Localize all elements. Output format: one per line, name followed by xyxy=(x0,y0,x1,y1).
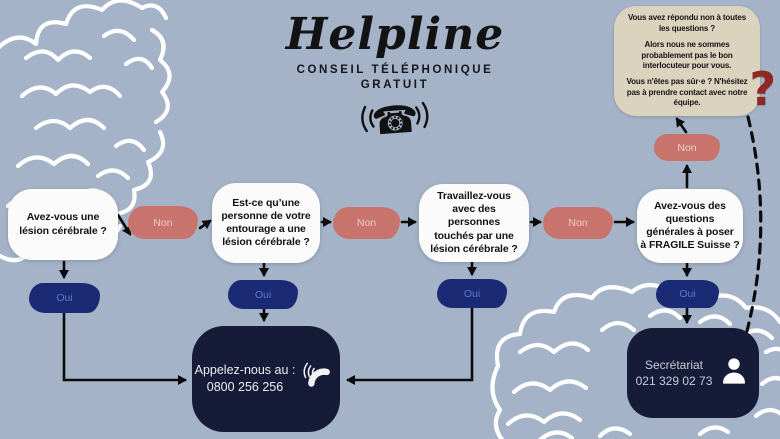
yes-pill-2: Oui xyxy=(228,280,298,309)
info-paragraph-3: Vous n'êtes pas sûr·e ? N'hésitez pas à … xyxy=(626,77,748,108)
svg-text:☎: ☎ xyxy=(370,97,420,144)
info-paragraph-1: Vous avez répondu non à toutes les quest… xyxy=(627,13,747,33)
info-box: Vous avez répondu non à toutes les quest… xyxy=(614,6,776,116)
question-3-text: Travaillez-vous avec des personnes touch… xyxy=(430,190,518,255)
call-box-number: 0800 256 256 xyxy=(206,380,284,394)
page-title: Helpline xyxy=(285,9,505,60)
secretariat-number: 021 329 02 73 xyxy=(635,374,713,388)
question-2-text: Est-ce qu’une personne de votre entourag… xyxy=(221,196,311,249)
person-icon xyxy=(718,355,750,392)
secretariat-box: Secrétariat 021 329 02 73 xyxy=(627,328,759,418)
brain-bottom-right xyxy=(490,282,780,439)
yes-pill-3: Oui xyxy=(437,279,507,308)
question-4-text: Avez-vous des questions générales à pose… xyxy=(640,199,740,252)
info-paragraph-2: Alors nous ne sommes probablement pas le… xyxy=(641,40,733,70)
no-pill-4: Non xyxy=(654,134,720,161)
rotary-phone-icon: ☎ xyxy=(355,91,435,149)
question-box-1: Avez-vous une lésion cérébrale ? xyxy=(8,189,118,260)
handset-icon xyxy=(303,360,337,399)
header: Helpline CONSEIL TÉLÉPHONIQUE GRATUIT ☎ xyxy=(260,6,530,146)
question-box-3: Travaillez-vous avec des personnes touch… xyxy=(419,184,529,262)
question-box-4: Avez-vous des questions générales à pose… xyxy=(637,189,743,263)
subtitle-line1: CONSEIL TÉLÉPHONIQUE xyxy=(296,64,494,77)
call-box-text: Appelez-nous au : 0800 256 256 xyxy=(195,362,296,396)
question-1-text: Avez-vous une lésion cérébrale ? xyxy=(19,211,107,237)
yes-pill-4: Oui xyxy=(656,280,719,308)
no-pill-1: Non xyxy=(128,206,198,239)
question-box-2: Est-ce qu’une personne de votre entourag… xyxy=(212,183,320,263)
secretariat-text: Secrétariat 021 329 02 73 xyxy=(636,357,713,389)
question-mark-icon: ? xyxy=(749,62,776,116)
subtitle-line2: GRATUIT xyxy=(360,79,430,92)
no-pill-3: Non xyxy=(543,207,613,239)
no-pill-2: Non xyxy=(333,207,400,239)
secretariat-label: Secrétariat xyxy=(644,357,704,372)
call-box-line1: Appelez-nous au : xyxy=(194,363,296,378)
call-box: Appelez-nous au : 0800 256 256 xyxy=(192,326,340,432)
yes-pill-1: Oui xyxy=(29,283,100,313)
